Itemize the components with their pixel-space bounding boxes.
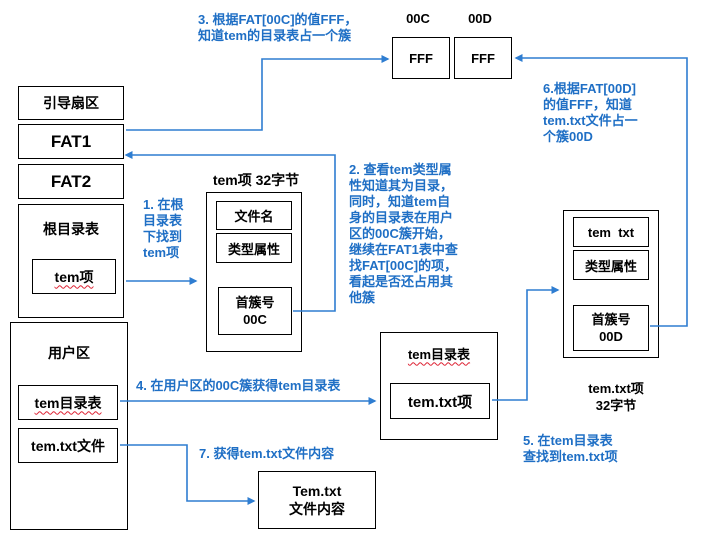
step1-line: 目录表 <box>143 213 183 228</box>
step1-line: 下找到 <box>143 229 183 244</box>
fat-00d-label: 00D <box>468 11 492 26</box>
fat-00d-value: FFF <box>471 50 495 66</box>
step2-line: 同时，知道tem自 <box>349 194 451 209</box>
tem-txt-entry-type-attr: 类型属性 <box>573 250 649 280</box>
tem-dir-table-item: tem.txt项 <box>390 383 490 419</box>
step2-line: 继续在FAT1表中查 <box>349 242 458 257</box>
step6-line: 的值FFF，知道 <box>543 97 632 112</box>
step4-annotation: 4. 在用户区的00C簇获得tem目录表 <box>136 378 341 393</box>
user-area-tem-dir-label: tem目录表 <box>34 394 102 411</box>
step6-annotation: 6.根据FAT[00D] 的值FFF，知道 tem.txt文件占一 个簇00D <box>543 81 673 145</box>
tem-txt-entry-first-cluster-value: 00D <box>599 329 623 344</box>
fat2-label: FAT2 <box>50 171 92 191</box>
tem-entry-first-cluster-value: 00C <box>243 312 267 327</box>
user-area-tem-txt-file: tem.txt文件 <box>18 428 118 463</box>
tem-txt-entry-type-attr-label: 类型属性 <box>584 258 637 274</box>
user-area-box <box>10 322 128 530</box>
step1-line: 1. 在根 <box>143 197 184 212</box>
root-tem-item: tem项 <box>32 259 116 294</box>
user-area-title: 用户区 <box>48 345 90 361</box>
boot-sector-box: 引导扇区 <box>18 86 124 120</box>
file-content-box: Tem.txt 文件内容 <box>258 471 376 529</box>
tem-txt-entry-caption-line1: tem.txt项 <box>588 381 644 396</box>
step2-line: 他簇 <box>349 290 376 305</box>
fat1-label: FAT1 <box>50 131 92 151</box>
step6-line: 个簇00D <box>543 129 593 144</box>
tem-entry-type-attr: 类型属性 <box>216 233 292 263</box>
fat-00c-cell: FFF <box>392 37 450 79</box>
step5-annotation: 5. 在tem目录表 查找到tem.txt项 <box>523 433 653 465</box>
fat2-box: FAT2 <box>18 164 124 199</box>
tem-entry-first-cluster: 首簇号 00C <box>218 287 292 335</box>
tem-dir-table-title: tem目录表 <box>380 342 498 364</box>
step2-line: 区的00C簇开始， <box>349 226 451 241</box>
tem-entry-caption: tem项 32字节 <box>212 172 300 188</box>
step3-annotation: 3. 根据FAT[00C]的值FFF， 知道tem的目录表占一个簇 <box>198 12 388 44</box>
fat-00d-cell: FFF <box>454 37 512 79</box>
step1-annotation: 1. 在根 目录表 下找到 tem项 <box>143 197 203 261</box>
tem-txt-entry-name-label: tem txt <box>587 224 635 240</box>
tem-txt-entry-first-cluster: 首簇号 00D <box>573 305 649 351</box>
boot-sector-label: 引导扇区 <box>43 95 99 111</box>
arrow-fat1-to-fat-00c <box>126 55 390 131</box>
user-area-tem-txt-file-label: tem.txt文件 <box>31 437 105 454</box>
step5-line: 5. 在tem目录表 <box>523 433 613 448</box>
step1-line: tem项 <box>143 245 180 260</box>
step5-line: 查找到tem.txt项 <box>523 449 618 464</box>
root-tem-item-label: tem项 <box>54 268 94 285</box>
step2-annotation: 2. 查看tem类型属 性知道其为目录， 同时，知道tem自 身的目录表在用户 … <box>349 162 489 306</box>
file-content-line2: 文件内容 <box>289 501 345 517</box>
root-directory-title: 根目录表 <box>43 221 99 237</box>
fat-00c-label: 00C <box>406 11 430 26</box>
step3-line: 3. 根据FAT[00C]的值FFF， <box>198 12 358 27</box>
user-area-tem-dir: tem目录表 <box>18 385 118 420</box>
tem-entry-type-attr-label: 类型属性 <box>227 241 280 257</box>
tem-entry-file-name: 文件名 <box>216 201 292 230</box>
step2-line: 找FAT[00C]的项， <box>349 258 458 273</box>
tem-txt-entry-name: tem txt <box>573 217 649 247</box>
step6-line: tem.txt文件占一 <box>543 113 638 128</box>
tem-entry-first-cluster-label: 首簇号 <box>235 295 275 310</box>
fat-00c-value: FFF <box>409 50 433 66</box>
file-content-line1: Tem.txt <box>292 483 342 499</box>
step7-annotation: 7. 获得tem.txt文件内容 <box>199 446 335 461</box>
step2-line: 性知道其为目录， <box>349 178 454 193</box>
tem-entry-file-name-label: 文件名 <box>234 209 274 224</box>
tem-dir-table-title-label: tem目录表 <box>407 346 471 362</box>
step2-line: 看起是否还占用其 <box>349 274 454 289</box>
fat1-box: FAT1 <box>18 124 124 159</box>
tem-dir-table-item-label: tem.txt项 <box>407 393 473 411</box>
tem-txt-entry-caption-line2: 32字节 <box>595 398 637 413</box>
tem-txt-entry-first-cluster-label: 首簇号 <box>591 312 631 327</box>
step3-line: 知道tem的目录表占一个簇 <box>198 28 352 43</box>
step2-line: 身的目录表在用户 <box>349 210 454 225</box>
step6-line: 6.根据FAT[00D] <box>543 81 636 96</box>
step2-line: 2. 查看tem类型属 <box>349 162 452 177</box>
arrow-tem-dir-item-to-tem-txt-entry <box>492 286 560 401</box>
tem-txt-entry-caption: tem.txt项 32字节 <box>566 380 666 414</box>
